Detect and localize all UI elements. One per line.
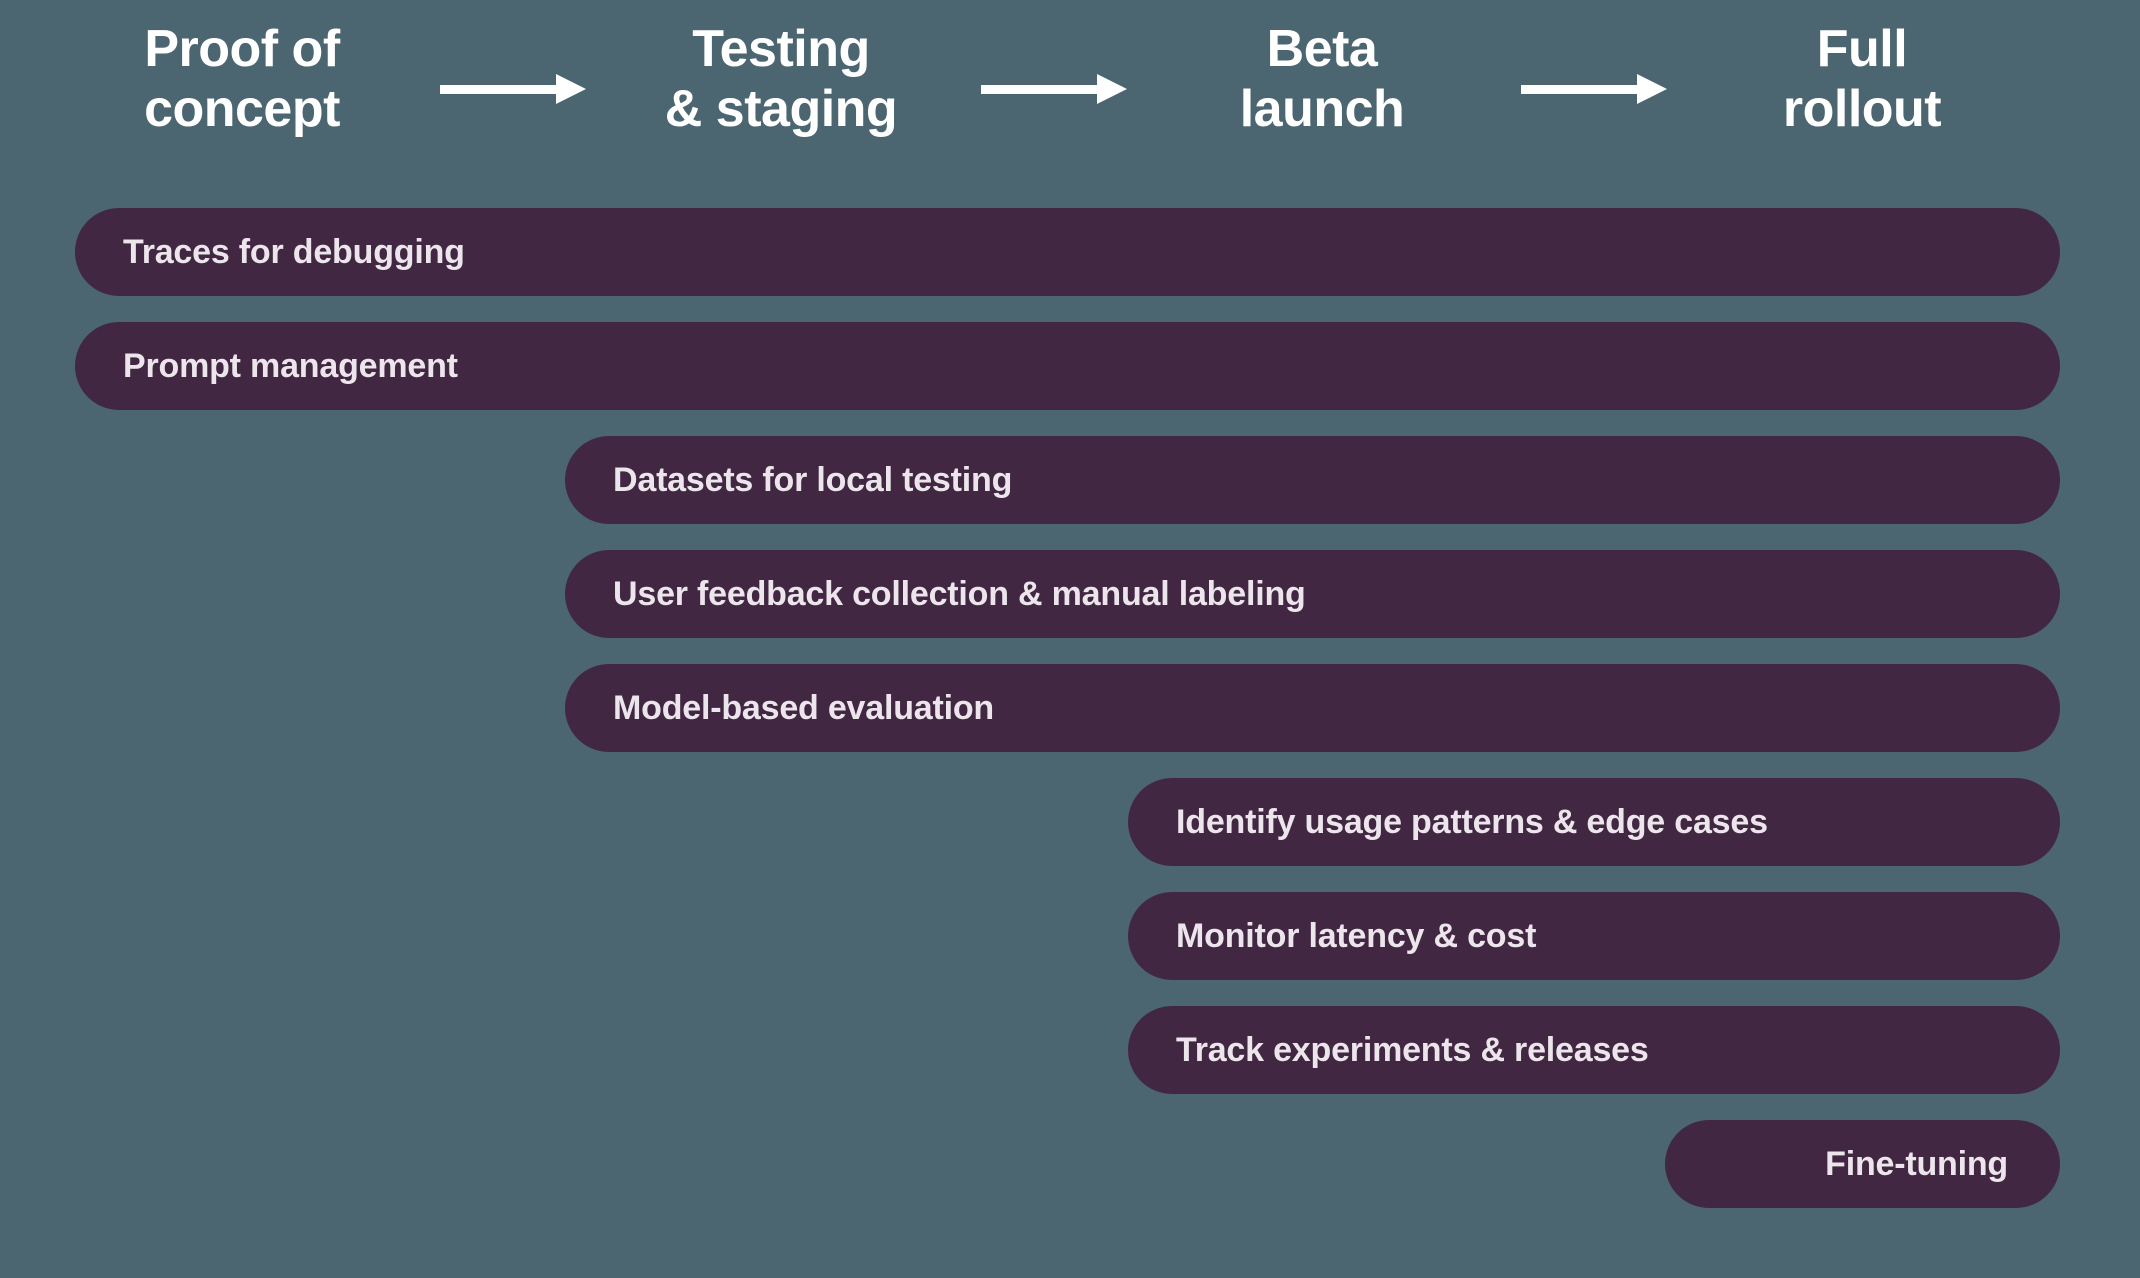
capability-bar-label: Monitor latency & cost (1176, 916, 1537, 955)
capability-bar: User feedback collection & manual labeli… (565, 550, 2060, 638)
phase-label-testing-and-staging: Testing & staging (664, 20, 898, 138)
capability-bar: Prompt management (75, 322, 2060, 410)
arrow-shaft (440, 85, 558, 94)
capability-bar-label: Datasets for local testing (613, 460, 1013, 499)
capability-bar: Model-based evaluation (565, 664, 2060, 752)
arrow-right-icon-1 (440, 74, 586, 104)
phase-label-beta-launch: Beta launch (1239, 20, 1405, 138)
capability-bar-label: User feedback collection & manual labeli… (613, 574, 1306, 613)
capability-bar: Monitor latency & cost (1128, 892, 2060, 980)
capability-bar-label: Identify usage patterns & edge cases (1176, 802, 1768, 841)
arrow-head (1637, 74, 1667, 104)
capability-bar: Traces for debugging (75, 208, 2060, 296)
phase-label-full-rollout: Full rollout (1782, 20, 1942, 138)
capability-bar-label: Model-based evaluation (613, 688, 995, 727)
capability-bar: Datasets for local testing (565, 436, 2060, 524)
arrow-head (1097, 74, 1127, 104)
capability-bar: Identify usage patterns & edge cases (1128, 778, 2060, 866)
capability-bar: Fine-tuning (1665, 1120, 2060, 1208)
capability-bar-label: Fine-tuning (1825, 1144, 2008, 1183)
capability-bar-label: Traces for debugging (123, 232, 465, 271)
capability-bar-label: Prompt management (123, 346, 458, 385)
arrow-shaft (981, 85, 1099, 94)
arrow-head (556, 74, 586, 104)
phase-header-row: Proof of concept Testing & staging Beta … (0, 0, 2140, 180)
arrow-shaft (1521, 85, 1639, 94)
arrow-right-icon-2 (981, 74, 1127, 104)
phase-label-proof-of-concept: Proof of concept (144, 20, 340, 138)
capability-bar-label: Track experiments & releases (1176, 1030, 1649, 1069)
capability-bar: Track experiments & releases (1128, 1006, 2060, 1094)
arrow-right-icon-3 (1521, 74, 1667, 104)
